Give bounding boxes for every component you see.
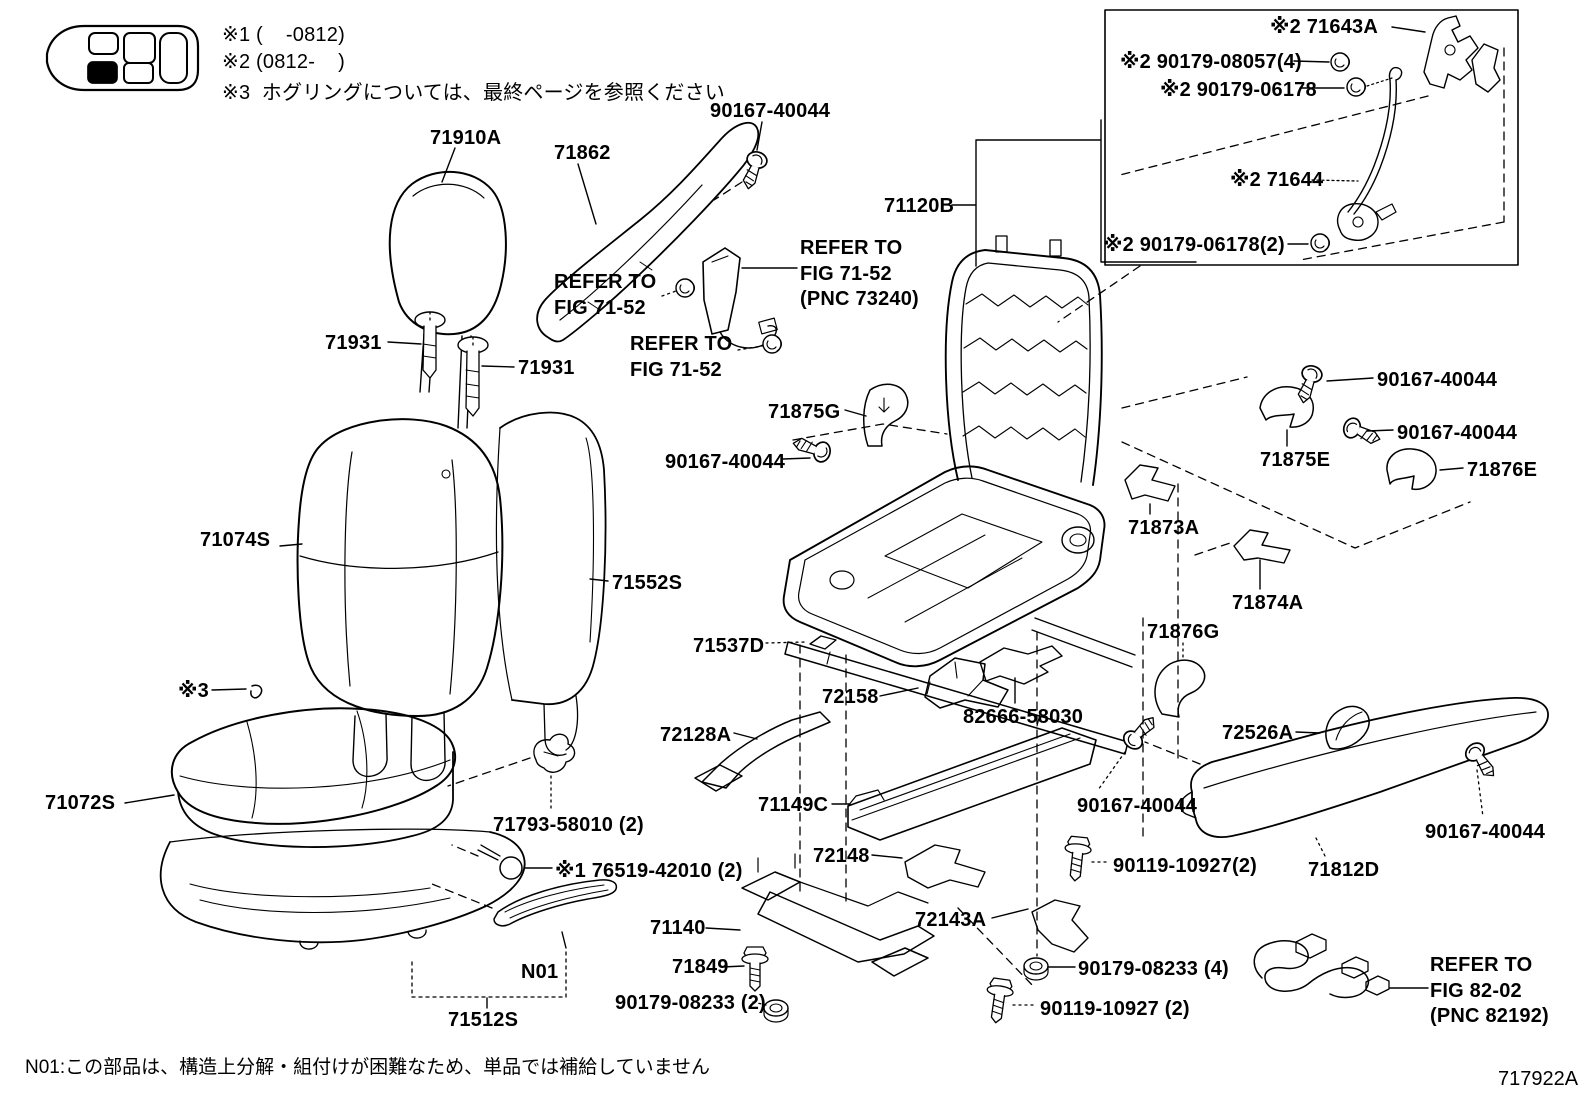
inset-box: [1105, 10, 1518, 265]
part-72148-drawing: [905, 845, 985, 888]
leader-lines: [125, 120, 1463, 1008]
part-71875E-drawing: [1260, 387, 1313, 427]
side-shield-drawing: [537, 123, 758, 342]
label-71874A: 71874A: [1232, 592, 1304, 614]
diagram-code: 717922A: [1498, 1068, 1579, 1090]
footnote: N01:この部品は、構造上分解・組付けが困難なため、単品では補給していません: [25, 1057, 710, 1078]
part-76519-pin-drawing: [478, 845, 522, 879]
label-90167-40044-r4: 90167-40044: [1425, 821, 1546, 843]
seatback-frame-drawing: [946, 236, 1102, 485]
label-x2-90179-06178-2: ※2 90179-06178(2): [1103, 234, 1285, 256]
part-71812D-drawing: [1180, 698, 1548, 837]
part-71873A-drawing: [1125, 465, 1175, 501]
legend-note-3: ※3 ホグリングについては、最終ページを参照ください: [222, 82, 725, 104]
label-90167-40044-mid: 90167-40044: [665, 451, 786, 473]
part-71643A-drawing: [1424, 16, 1500, 92]
seat-cushion-drawing: [172, 708, 455, 847]
part-72526A-drawing: [1326, 706, 1369, 749]
label-71149C: 71149C: [758, 794, 829, 816]
label-71931-right: 71931: [518, 357, 575, 379]
label-71875E: 71875E: [1260, 449, 1331, 471]
label-90167-40044-r2: 90167-40044: [1397, 422, 1518, 444]
part-72128A-drawing: [695, 712, 830, 791]
legend-car-icon: [47, 26, 198, 90]
part-71876E-drawing: [1387, 449, 1436, 489]
part-71644-drawing: [1348, 68, 1402, 214]
label-71074S: 71074S: [200, 529, 271, 551]
part-82666-58030-drawing: [980, 646, 1062, 684]
label-90119-10927-b: 90119-10927 (2): [1040, 998, 1190, 1020]
hogring-hook-drawing: [251, 685, 262, 698]
wire-harness-drawing: [1254, 934, 1389, 997]
legend-note-1: ※1 ( -0812): [222, 24, 345, 46]
ref-fig-71-52-left: REFER TO FIG 71-52: [554, 271, 657, 319]
label-72526A: 72526A: [1222, 722, 1294, 744]
label-90167-40044-top: 90167-40044: [710, 100, 831, 122]
label-71552S: 71552S: [612, 572, 683, 594]
part-71793-clip-drawing: [534, 734, 575, 772]
legend-note-2: ※2 (0812- ): [222, 51, 345, 73]
part-71149C-drawing: [848, 728, 1096, 840]
label-72158: 72158: [822, 686, 879, 708]
label-71849: 71849: [672, 956, 729, 978]
label-71793-58010: 71793-58010 (2): [493, 814, 644, 836]
label-71862: 71862: [554, 142, 611, 164]
part-71876G-drawing: [1155, 660, 1205, 717]
ref-fig-71-52-buckle: REFER TO FIG 71-52 (PNC 73240): [800, 237, 919, 311]
label-90119-10927-a: 90119-10927(2): [1113, 855, 1258, 877]
label-x1-76519-42010: ※1 76519-42010 (2): [555, 860, 743, 882]
dotted-leaders: [430, 291, 1483, 1005]
part-72158-drawing: [925, 658, 1008, 708]
ref-fig-71-52-lower: REFER TO FIG 71-52: [630, 333, 733, 381]
part-71874A-drawing: [1234, 530, 1290, 563]
label-71875G: 71875G: [768, 401, 841, 423]
label-90179-08233-4: 90179-08233 (4): [1078, 958, 1229, 980]
label-71140: 71140: [650, 917, 706, 939]
cushion-pad-drawing: [161, 829, 525, 949]
cushion-frame-drawing: [784, 466, 1135, 754]
label-72143A: 72143A: [915, 909, 987, 931]
label-90179-08233-2: 90179-08233 (2): [615, 992, 766, 1014]
label-x2-71644: ※2 71644: [1230, 169, 1324, 191]
part-71875G-drawing: [864, 384, 908, 446]
label-71812D: 71812D: [1308, 859, 1380, 881]
label-71120B: 71120B: [884, 195, 955, 217]
label-71873A: 71873A: [1128, 517, 1200, 539]
label-71512S: 71512S: [448, 1009, 519, 1031]
label-82666-58030: 82666-58030: [963, 706, 1084, 728]
label-71931-left: 71931: [325, 332, 382, 354]
part-71537D-drawing: [810, 636, 836, 649]
part-N01-drawing: [494, 880, 616, 926]
label-71072S: 71072S: [45, 792, 116, 814]
label-N01: N01: [521, 961, 559, 983]
label-71910A: 71910A: [430, 127, 502, 149]
backrest-cushion-drawing: [298, 419, 503, 780]
ref-fig-82-02: REFER TO FIG 82-02 (PNC 82192): [1430, 954, 1549, 1028]
part-72143A-drawing: [1032, 900, 1088, 952]
back-cover-drawing: [496, 413, 605, 756]
dashed-lines: [412, 182, 1470, 997]
part-71140-drawing: [742, 854, 934, 976]
label-72128A: 72128A: [660, 724, 732, 746]
label-x2-90179-08057: ※2 90179-08057(4): [1120, 51, 1302, 73]
label-x3: ※3: [178, 680, 209, 702]
label-72148: 72148: [813, 845, 870, 867]
label-90167-40044-r3: 90167-40044: [1077, 795, 1198, 817]
label-71876G: 71876G: [1147, 621, 1220, 643]
label-71537D: 71537D: [693, 635, 765, 657]
label-x2-90179-06178: ※2 90179-06178: [1160, 79, 1317, 101]
label-71876E: 71876E: [1467, 459, 1538, 481]
part-latch-drawing: [1338, 204, 1396, 241]
label-x2-71643A: ※2 71643A: [1270, 16, 1378, 38]
label-90167-40044-r1: 90167-40044: [1377, 369, 1498, 391]
